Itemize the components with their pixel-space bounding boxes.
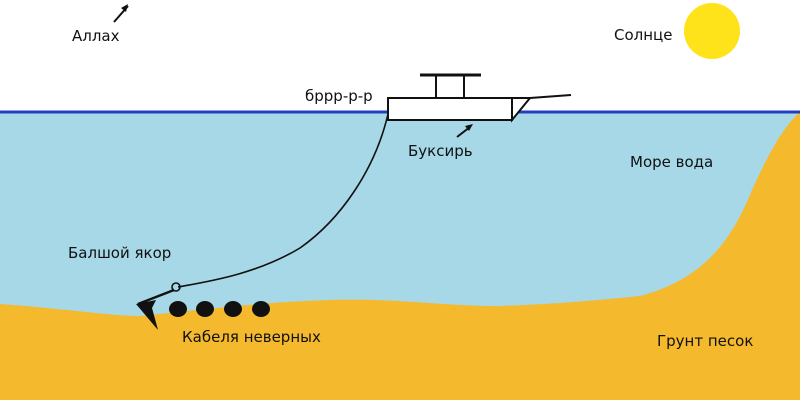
allah-arrow-icon [113, 4, 129, 23]
sand-seabed [0, 112, 800, 400]
label-tug: Буксирь [408, 142, 473, 160]
label-cables: Кабеля неверных [182, 328, 321, 346]
sun-icon [684, 3, 740, 59]
anchor-icon [136, 282, 181, 330]
label-allah: Аллах [72, 27, 120, 45]
cable-icon [169, 301, 187, 317]
label-sun: Солнце [614, 26, 673, 44]
label-ground: Грунт песок [657, 332, 754, 350]
cable-icon [224, 301, 242, 317]
tug-arrow-icon [456, 124, 473, 138]
label-sea: Море вода [630, 153, 714, 171]
label-anchor: Балшой якор [68, 244, 172, 262]
cable-bundle-icon [169, 301, 270, 317]
cable-icon [252, 301, 270, 317]
tugboat-icon [387, 73, 572, 123]
label-engine-sound: бррр-р-р [305, 87, 373, 105]
cable-icon [196, 301, 214, 317]
tow-cable [177, 113, 389, 288]
